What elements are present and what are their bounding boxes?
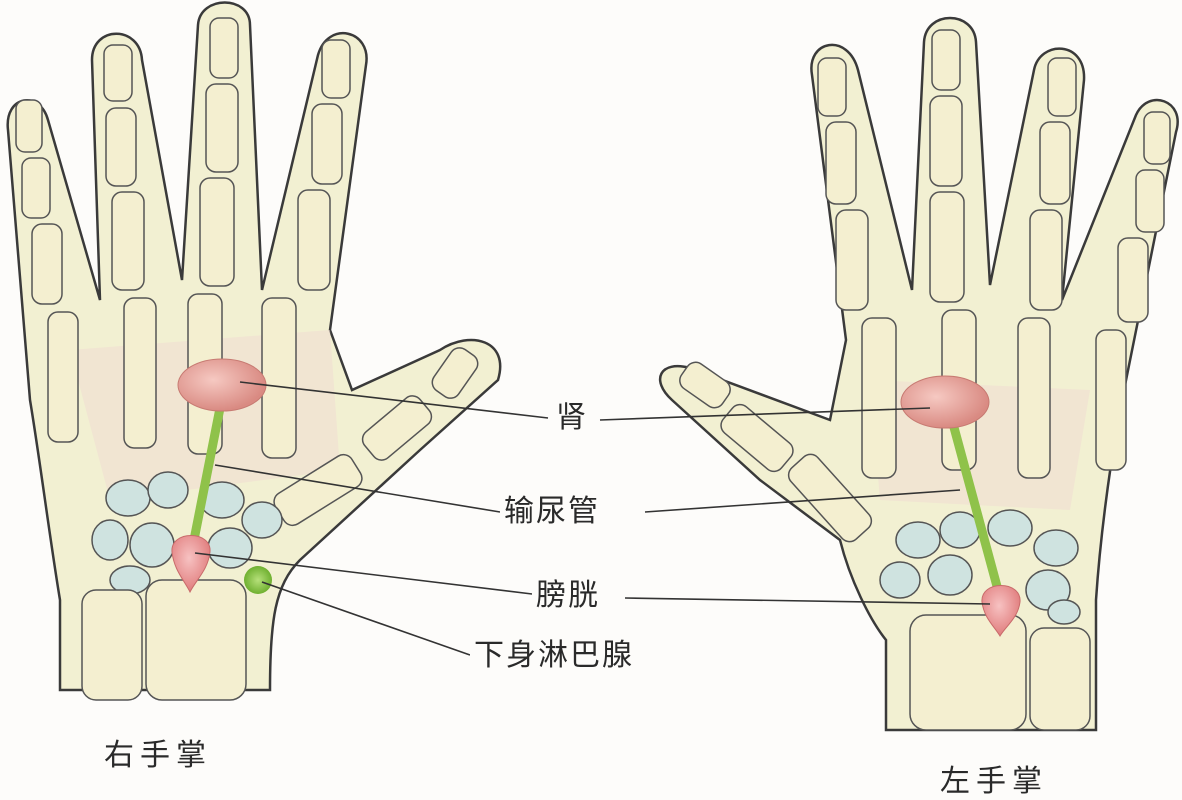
ureter-label: 输尿管: [500, 494, 604, 530]
lymph-leader: [261, 581, 471, 656]
right-forearm-bones: [81, 579, 247, 701]
left-little-finger-bones: [1095, 111, 1171, 471]
kidney-label: 肾: [552, 400, 592, 436]
right-thumb-bones: [273, 347, 479, 527]
right-palm: [6, 1, 502, 701]
left-middle-finger-bones: [929, 29, 977, 471]
right-bladder-marker: [171, 535, 211, 594]
left-ureter-marker: [947, 415, 1003, 595]
right-lymph-marker: [244, 566, 272, 594]
bladder-label: 膀胱: [532, 578, 604, 614]
kidney-leader-right: [239, 381, 549, 419]
right-carpal-bones: [91, 471, 283, 595]
left-forearm-bones: [909, 614, 1091, 731]
kidney-leader-left: [599, 407, 931, 421]
right-ureter-marker: [187, 393, 227, 555]
left-thumb-bones: [679, 361, 873, 543]
bladder-leader-right: [194, 552, 533, 595]
bladder-leader-left: [624, 597, 991, 605]
left-kidney-marker: [900, 375, 990, 429]
right-little-finger-bones: [15, 99, 79, 443]
left-bladder-marker: [981, 585, 1021, 637]
left-palm: [658, 16, 1179, 732]
ureter-leader-left: [644, 489, 961, 513]
ureter-leader-right: [214, 464, 501, 513]
right-ring-finger-bones: [103, 44, 157, 449]
left-ring-finger-bones: [1017, 57, 1077, 479]
left-index-finger-bones: [817, 57, 897, 479]
left-palm-caption: 左手掌: [940, 764, 1048, 799]
left-carpal-bones: [879, 509, 1081, 625]
right-palm-caption: 右手掌: [104, 738, 212, 773]
lymph-label: 下身淋巴腺: [470, 638, 638, 674]
right-kidney-marker: [177, 358, 267, 412]
leader-lines: [194, 381, 991, 656]
